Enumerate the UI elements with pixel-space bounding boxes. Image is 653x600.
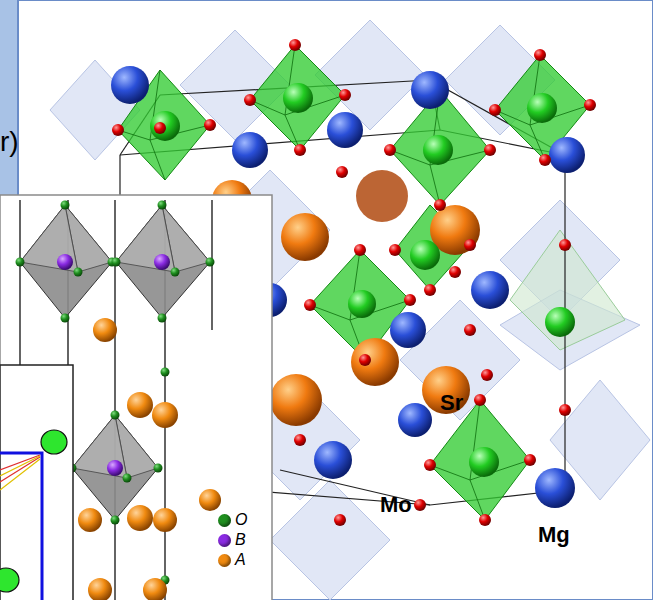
legend-swatch: [218, 514, 231, 527]
legend-swatch: [218, 554, 231, 567]
legend-text: B: [235, 532, 246, 548]
atom-label: Mo: [380, 494, 412, 516]
legend-swatch: [218, 534, 231, 547]
legend-text: O: [235, 512, 247, 528]
legend-row: A: [218, 552, 246, 568]
legend-row: B: [218, 532, 246, 548]
cut-heading-fragment: r): [0, 128, 19, 156]
atom-label: Sr: [440, 392, 463, 414]
legend-text: A: [235, 552, 246, 568]
legend-row: O: [218, 512, 247, 528]
atom-label: Mg: [538, 524, 570, 546]
